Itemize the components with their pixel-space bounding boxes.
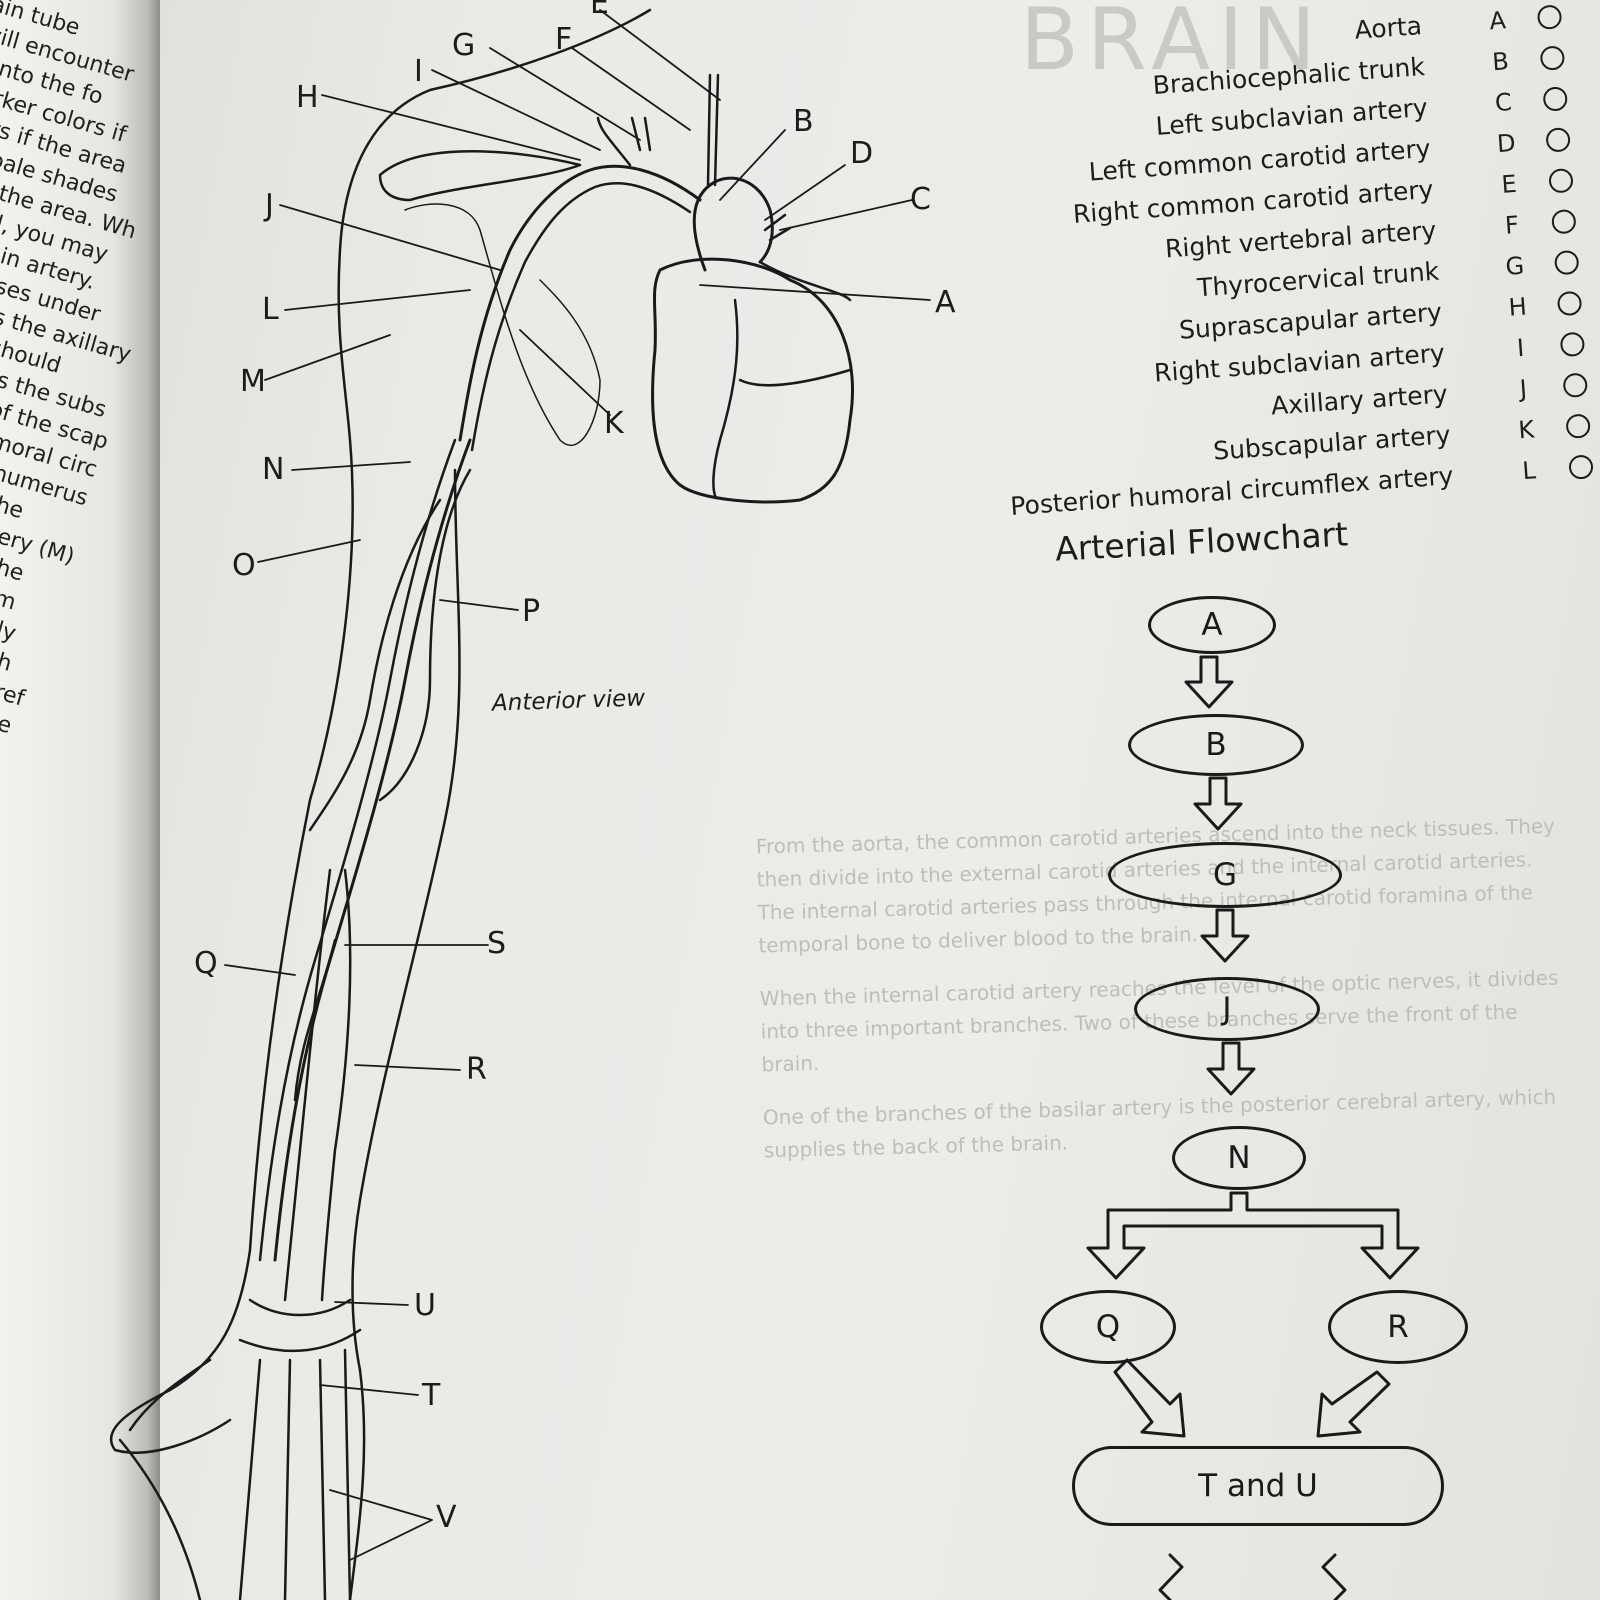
legend-letter: L <box>1521 455 1537 485</box>
flow-node-q: Q <box>1040 1290 1176 1364</box>
legend-artery-name: Axillary artery <box>1270 379 1449 421</box>
hand-outline <box>118 1368 366 1600</box>
figure-label-j: J <box>265 188 274 223</box>
arrow-b-g <box>1193 776 1243 831</box>
figure-label-t: T <box>422 1378 441 1413</box>
arrow-g-j <box>1200 908 1250 963</box>
color-circle-checkbox[interactable] <box>1536 3 1563 30</box>
legend-letter: D <box>1496 128 1517 158</box>
arrow-tu-right <box>1321 1553 1347 1600</box>
flowchart-arrows <box>1086 655 1420 1600</box>
figure-label-s: S <box>487 926 507 961</box>
figure-label-l: L <box>262 292 279 327</box>
figure-label-m: M <box>240 364 266 399</box>
interosseous-artery <box>293 938 337 1102</box>
figure-label-r: R <box>466 1052 487 1087</box>
color-circle-checkbox[interactable] <box>1568 453 1594 480</box>
arrow-r-tu <box>1316 1370 1391 1438</box>
legend-letter: H <box>1507 292 1528 322</box>
legend-letter: B <box>1491 46 1510 76</box>
legend-letter: G <box>1504 251 1526 281</box>
scapula <box>404 203 601 447</box>
subclavian-right <box>458 164 702 442</box>
clavicle <box>378 150 582 202</box>
color-circle-checkbox[interactable] <box>1565 412 1591 439</box>
legend-letter: I <box>1515 333 1526 362</box>
leader-lines <box>224 9 931 1561</box>
radial-artery <box>283 868 332 1302</box>
flow-node-n: N <box>1172 1126 1306 1190</box>
arm-outline-inner <box>351 468 461 1372</box>
figure-caption: Anterior view <box>491 685 646 717</box>
color-circle-checkbox[interactable] <box>1562 371 1589 398</box>
left-subclavian <box>763 213 792 242</box>
figure-label-u: U <box>414 1288 436 1323</box>
arrow-n-split <box>1086 1191 1420 1280</box>
legend-letter: K <box>1517 414 1536 444</box>
ulnar-artery <box>320 868 352 1302</box>
flow-node-b: B <box>1128 714 1304 776</box>
legend-letter: A <box>1488 5 1507 35</box>
flow-node-a: A <box>1148 596 1276 654</box>
brachial-artery-2 <box>258 438 457 1262</box>
flow-node-r: R <box>1328 1290 1468 1364</box>
figure-label-v: V <box>436 1500 457 1535</box>
figure-label-d: D <box>850 136 874 171</box>
deep-brachial <box>308 498 442 832</box>
brachial-artery <box>273 438 472 1262</box>
subclavian-right-2 <box>470 182 692 452</box>
figure-label-c: C <box>910 182 931 217</box>
color-circle-checkbox[interactable] <box>1542 85 1569 112</box>
vertebral-artery <box>630 116 652 152</box>
color-circle-checkbox[interactable] <box>1539 44 1566 71</box>
color-circle-checkbox[interactable] <box>1556 290 1583 316</box>
color-circle-checkbox[interactable] <box>1545 126 1571 153</box>
figure-label-e: E <box>590 0 609 21</box>
legend-letter: F <box>1504 210 1520 240</box>
thyrocervical-trunk <box>596 116 632 167</box>
figure-label-b: B <box>793 104 814 139</box>
figure-label-p: P <box>522 594 541 629</box>
flow-node-j: J <box>1134 977 1320 1041</box>
legend-letter: E <box>1500 169 1518 199</box>
arm-outline <box>109 8 652 1454</box>
palmar-arch <box>238 1298 362 1353</box>
figure-label-i: I <box>414 54 423 89</box>
digital-arteries <box>128 1348 352 1600</box>
legend-letter: C <box>1494 87 1513 117</box>
arrow-tu-left <box>1158 1553 1184 1600</box>
figure-label-h: H <box>296 80 319 115</box>
arrow-q-tu <box>1113 1358 1186 1438</box>
legend-artery-name: Aorta <box>1353 11 1423 45</box>
legend-letter: J <box>1518 374 1528 403</box>
flow-node-g: G <box>1108 842 1342 908</box>
figure-label-g: G <box>452 28 476 63</box>
color-circle-checkbox[interactable] <box>1548 167 1574 194</box>
heart-inner-line <box>712 298 852 500</box>
arrow-j-n <box>1206 1041 1256 1096</box>
color-circle-checkbox[interactable] <box>1551 208 1577 234</box>
figure-label-q: Q <box>194 946 218 981</box>
figure-label-f: F <box>555 22 573 57</box>
figure-label-n: N <box>262 452 285 487</box>
aorta-descending <box>758 260 852 302</box>
aortic-arch <box>692 176 774 272</box>
figure-label-o: O <box>232 548 256 583</box>
flow-node-t-and-u: T and U <box>1072 1446 1444 1526</box>
figure-label-k: K <box>604 406 624 441</box>
color-circle-checkbox[interactable] <box>1553 249 1580 275</box>
heart <box>651 257 854 504</box>
figure-label-a: A <box>935 285 956 320</box>
arrow-a-b <box>1184 655 1234 709</box>
bleed-through-heading: BRAIN <box>1020 0 1324 90</box>
color-circle-checkbox[interactable] <box>1559 331 1586 357</box>
brachial-branch <box>378 468 472 802</box>
